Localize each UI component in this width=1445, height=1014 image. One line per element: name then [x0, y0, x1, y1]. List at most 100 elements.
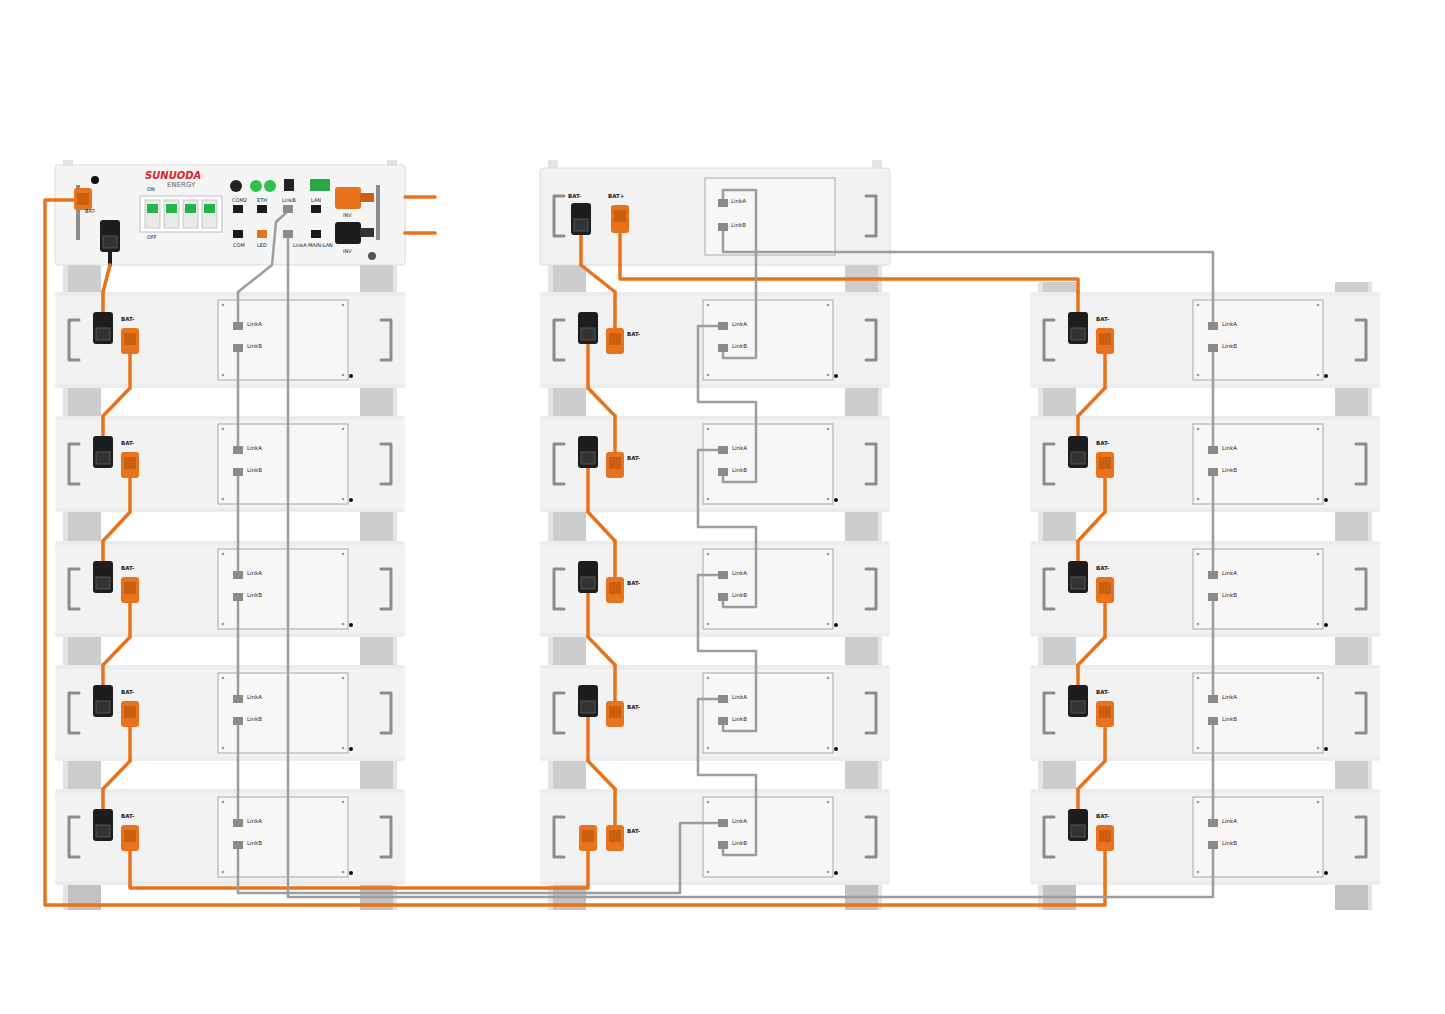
port [1208, 446, 1218, 454]
screw [342, 374, 345, 377]
port [718, 199, 728, 207]
screw [222, 374, 225, 377]
power-cable [1078, 388, 1105, 416]
dc-switch [284, 179, 294, 191]
rack-bracket [845, 637, 878, 665]
connector-face [581, 577, 595, 589]
handle [1356, 444, 1366, 484]
power-cable [588, 637, 615, 665]
rack-bracket [845, 512, 878, 541]
connector-face [582, 830, 594, 842]
rack-bracket [553, 637, 586, 665]
orange-connector [1096, 825, 1114, 851]
cable-stub [618, 232, 622, 265]
module-front [1030, 789, 1380, 885]
black-connector [578, 561, 598, 593]
cable-stub [586, 466, 590, 512]
screw [1317, 553, 1320, 556]
panel-label: LinkA [247, 322, 262, 328]
indicator-dot [1324, 374, 1328, 378]
orange-connector [121, 825, 139, 851]
link-stub [1212, 416, 1215, 447]
connector-face [574, 219, 588, 231]
connector-face [1071, 328, 1085, 340]
screw [707, 801, 710, 804]
cable-stub [1103, 725, 1107, 761]
connector-face [609, 706, 621, 718]
panel-label: LinkA [293, 243, 307, 248]
link-cable [698, 388, 756, 416]
module-face [55, 420, 405, 508]
panel-label: LinkA [732, 322, 747, 328]
module-front [55, 665, 405, 761]
black-connector [1068, 561, 1088, 593]
link-cable [890, 252, 1213, 292]
connector-face [124, 333, 136, 345]
power-cable [103, 637, 130, 665]
inverter-cable [405, 231, 435, 235]
handle [381, 569, 391, 609]
battery-module: BAT-LinkALinkB [55, 541, 405, 637]
handle [1044, 817, 1054, 857]
black-connector [93, 436, 113, 468]
screw [222, 747, 225, 750]
link-cable [238, 885, 680, 893]
screw [1197, 304, 1200, 307]
handle [381, 444, 391, 484]
screw [342, 428, 345, 431]
module-front [55, 292, 405, 388]
panel-label: ON [147, 187, 155, 192]
black-connector [93, 809, 113, 841]
cable-stub [613, 665, 617, 703]
panel-label: LinkB [247, 841, 262, 847]
port [1208, 468, 1218, 476]
battery-module: BAT-LinkALinkB [55, 665, 405, 761]
panel-label: LinkA [1222, 571, 1237, 577]
panel-label: LinkB [732, 841, 747, 847]
handle [554, 817, 564, 857]
rack-bracket [360, 265, 393, 292]
center-panel [703, 424, 833, 504]
orange-connector [579, 825, 597, 851]
connector-face [1099, 706, 1111, 718]
power-cable [581, 265, 615, 292]
connector-face [1099, 333, 1111, 345]
panel-label: LinkB [1222, 593, 1237, 599]
battery-module: BAT-LinkALinkB [540, 292, 890, 388]
screw [827, 747, 830, 750]
panel-label: LinkA [732, 446, 747, 452]
panel-label: MAIN-LAN [308, 243, 333, 248]
rack-bracket [360, 512, 393, 541]
rack-bracket [68, 637, 101, 665]
rack-bracket [553, 265, 586, 292]
panel-label: COM [233, 243, 245, 248]
module-face [540, 420, 890, 508]
orange-connector [1096, 452, 1114, 478]
black-connector [571, 203, 591, 235]
handle [1356, 693, 1366, 733]
inverter-connector [335, 187, 361, 209]
module-face [1030, 420, 1380, 508]
port [1208, 344, 1218, 352]
panel-label: LinkA [731, 199, 746, 205]
battery-module: BAT-LinkALinkB [55, 789, 405, 885]
handle [866, 569, 876, 609]
port [718, 593, 728, 601]
black-connector [1068, 685, 1088, 717]
connector-face [103, 236, 117, 248]
port [1208, 695, 1218, 703]
panel-label: LinkA [732, 819, 747, 825]
rack-bracket [1043, 761, 1076, 789]
battery-module: BAT-LinkALinkB [1030, 789, 1380, 885]
panel-label: OFF [147, 235, 157, 240]
handle-bar [376, 185, 380, 240]
panel-label: BAT- [1096, 690, 1109, 696]
connector-face [124, 457, 136, 469]
panel-label: LinkB [247, 717, 262, 723]
indicator-dot [349, 747, 353, 751]
black-connector [578, 685, 598, 717]
orange-connector [121, 328, 139, 354]
handle [69, 817, 79, 857]
battery-module: BAT-LinkALinkB [1030, 292, 1380, 388]
breaker-pole [202, 200, 217, 228]
